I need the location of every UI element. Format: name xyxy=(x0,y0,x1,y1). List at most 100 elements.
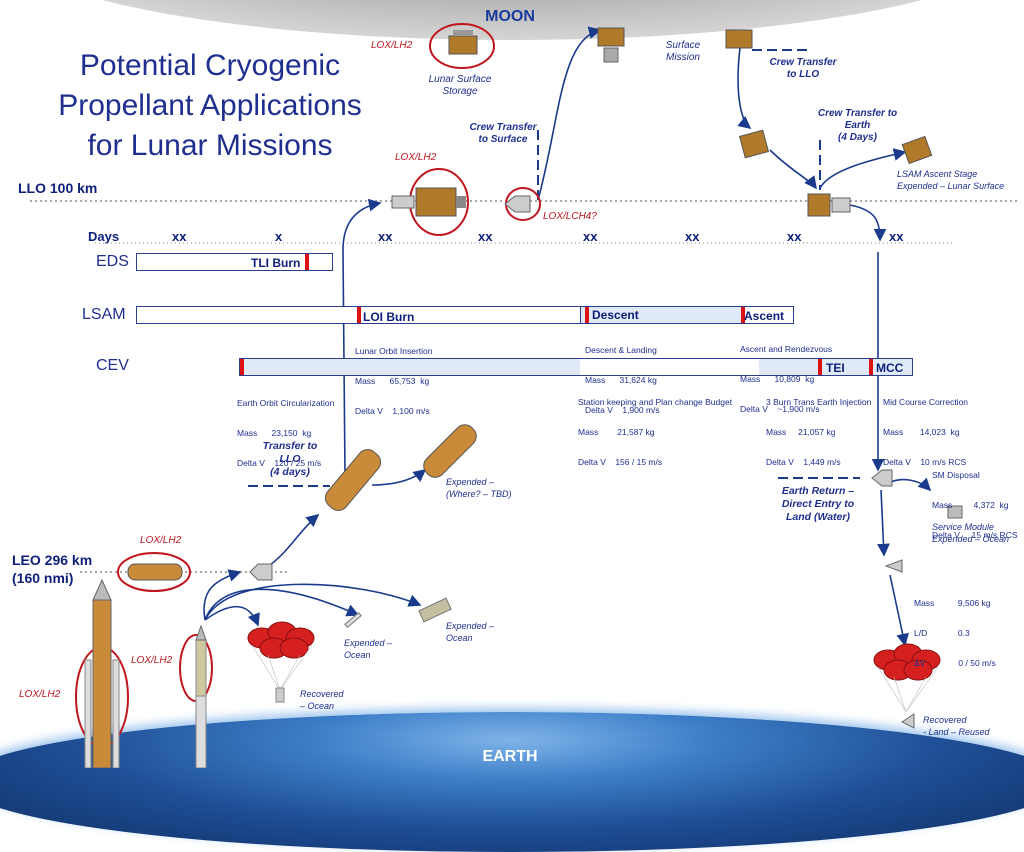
arrow-to-llo xyxy=(342,198,382,476)
note-line: LLO xyxy=(279,453,301,465)
llo-stack-icon xyxy=(391,187,466,217)
loi-detail-title: Lunar Orbit Insertion xyxy=(355,346,433,356)
cev-llo-icon xyxy=(504,195,531,213)
crew-transfer-surface-note: Crew Transfer to Surface xyxy=(453,122,553,146)
tei-detail-title: 3 Burn Trans Earth Injection xyxy=(766,397,872,407)
note-line: (Where? – TBD) xyxy=(446,489,512,499)
loi-burn-label: LOI Burn xyxy=(363,310,415,324)
descent-details: Descent & Landing Mass 31,624 kg Delta V… xyxy=(585,325,660,425)
eoc-marker xyxy=(240,359,244,375)
earth-return-note: Earth Return – Direct Entry to Land (Wat… xyxy=(768,485,868,524)
lox-lch4-label: LOX/LCH4? xyxy=(543,211,597,222)
cm-detail-mass: Mass 9,506 kg xyxy=(914,598,991,608)
note-line: - Land – Reused xyxy=(923,727,990,737)
ascent-marker xyxy=(741,307,745,323)
service-module-note: Service Module Expended – Ocean xyxy=(932,521,1022,545)
expended-ocean-note-1: Expended – Ocean xyxy=(344,637,404,661)
earth-label: EARTH xyxy=(482,748,538,765)
docked-stack-icon xyxy=(807,193,851,217)
arrow-to-surface xyxy=(537,26,602,201)
cev-station-segment xyxy=(580,358,759,376)
day-mark-8: xx xyxy=(889,229,904,244)
cm-details: Mass 9,506 kg L/D 0.3 ΔV 0 / 50 m/s xyxy=(914,578,996,678)
descent-detail-title: Descent & Landing xyxy=(585,345,657,355)
loi-details: Lunar Orbit Insertion Mass 65,753 kg Del… xyxy=(355,326,432,426)
day-mark-6: xx xyxy=(685,229,700,244)
day-mark-1: xx xyxy=(172,229,187,244)
arrow-to-dock xyxy=(769,149,817,190)
arrow-to-entry xyxy=(877,489,890,557)
note-line: Transfer to xyxy=(262,440,318,452)
lander-storage-icon xyxy=(448,30,478,55)
cm-detail-dv: ΔV 0 / 50 m/s xyxy=(914,658,996,668)
row-label-cev: CEV xyxy=(96,357,129,374)
day-mark-4: xx xyxy=(478,229,493,244)
moon-label: MOON xyxy=(485,8,535,25)
llo-label: LLO 100 km xyxy=(18,180,98,196)
day-mark-3: xx xyxy=(378,229,393,244)
row-label-eds: EDS xyxy=(96,253,129,270)
note-line: Land (Water) xyxy=(786,511,850,523)
title-line-3: for Lunar Missions xyxy=(87,129,333,162)
mcc-detail-mass: Mass 14,023 kg xyxy=(883,427,960,437)
ascent-detail-title: Ascent and Rendezvous xyxy=(740,344,833,354)
tei-marker xyxy=(818,359,822,375)
ascent-detail-mass: Mass 10,809 kg xyxy=(740,374,815,384)
sm-detail-mass: Mass 4,372 kg xyxy=(932,500,1009,510)
note-line: Recovered xyxy=(923,715,967,725)
note-line: Ocean xyxy=(344,650,371,660)
expended-ocean-note-2: Expended – Ocean xyxy=(446,620,506,644)
note-line: Expended – Lunar Surface xyxy=(897,181,1005,191)
note-line: Recovered xyxy=(300,689,344,699)
descent-label: Descent xyxy=(592,308,639,322)
station-detail-dv: Delta V 156 / 15 m/s xyxy=(578,457,663,467)
sm-detail-dv: Delta V 15 m/s RCS xyxy=(932,530,1018,540)
note-line: (4 days) xyxy=(270,466,310,478)
parachutes-ocean xyxy=(247,621,315,703)
recovered-land-note: Recovered - Land – Reused xyxy=(923,714,1013,738)
sm-disposal-details: SM Disposal Mass 4,372 kg Delta V 15 m/s… xyxy=(932,450,1018,550)
sm-icon xyxy=(871,469,893,487)
lox-lh2-label-leo: LOX/LH2 xyxy=(140,535,182,546)
mcc-label: MCC xyxy=(876,361,904,375)
expended-stage-ocean-1-icon xyxy=(344,611,362,629)
station-detail-mass: Mass 21,587 kg xyxy=(578,427,655,437)
arrow-lsam-expend xyxy=(819,148,907,189)
leo-label-line1: LEO 296 km xyxy=(12,552,93,568)
crew-transfer-llo-note: Crew Transfer to LLO xyxy=(753,57,853,81)
eds-timeline-bar xyxy=(136,253,333,271)
page-title: Potential Cryogenic Propellant Applicati… xyxy=(20,46,400,166)
note-line: (4 Days) xyxy=(838,132,877,143)
expended-stage-ocean-2-icon xyxy=(418,597,452,623)
expended-eds-icon xyxy=(423,424,477,478)
eoc-detail-dv: Delta V 120 / 25 m/s xyxy=(237,458,322,468)
title-line-1: Potential Cryogenic xyxy=(79,49,341,82)
arrow-leo-to-transfer xyxy=(269,513,320,566)
eoc-detail-mass: Mass 23,150 kg xyxy=(237,428,312,438)
arrow-down-1 xyxy=(849,204,887,242)
ascent-label: Ascent xyxy=(744,309,785,323)
lox-lh2-label-upper: LOX/LH2 xyxy=(131,655,173,666)
transfer-stack-icon xyxy=(324,449,382,511)
note-line: Expended – xyxy=(446,621,495,631)
lox-lh2-label-booster: LOX/LH2 xyxy=(19,689,61,700)
arrow-ascent xyxy=(737,47,752,130)
arrow-to-leo xyxy=(203,569,242,621)
heavy-launch-vehicle xyxy=(84,578,120,768)
note-line: Lunar Surface xyxy=(428,74,492,85)
loi-detail-mass: Mass 65,753 kg xyxy=(355,376,430,386)
recovered-ocean-note: Recovered – Ocean xyxy=(300,688,360,712)
tei-label: TEI xyxy=(826,361,845,375)
descent-marker xyxy=(585,307,589,323)
tei-detail-mass: Mass 21,057 kg xyxy=(766,427,836,437)
tli-burn-label: TLI Burn xyxy=(251,256,301,270)
lsam-ascent-expended-icon xyxy=(901,135,933,165)
lander-surface-icon-2 xyxy=(725,29,753,49)
cm-recovered-icon xyxy=(901,713,915,729)
eoc-details: Earth Orbit Circularization Mass 23,150 … xyxy=(237,378,334,478)
parachutes-land xyxy=(873,643,941,713)
mcc-detail-dv: Delta V 10 m/s RCS xyxy=(883,457,967,467)
note-line: Earth xyxy=(844,120,871,131)
arrow-to-chutes xyxy=(889,574,909,647)
station-details: Station keeping and Plan change Budget M… xyxy=(578,377,732,477)
